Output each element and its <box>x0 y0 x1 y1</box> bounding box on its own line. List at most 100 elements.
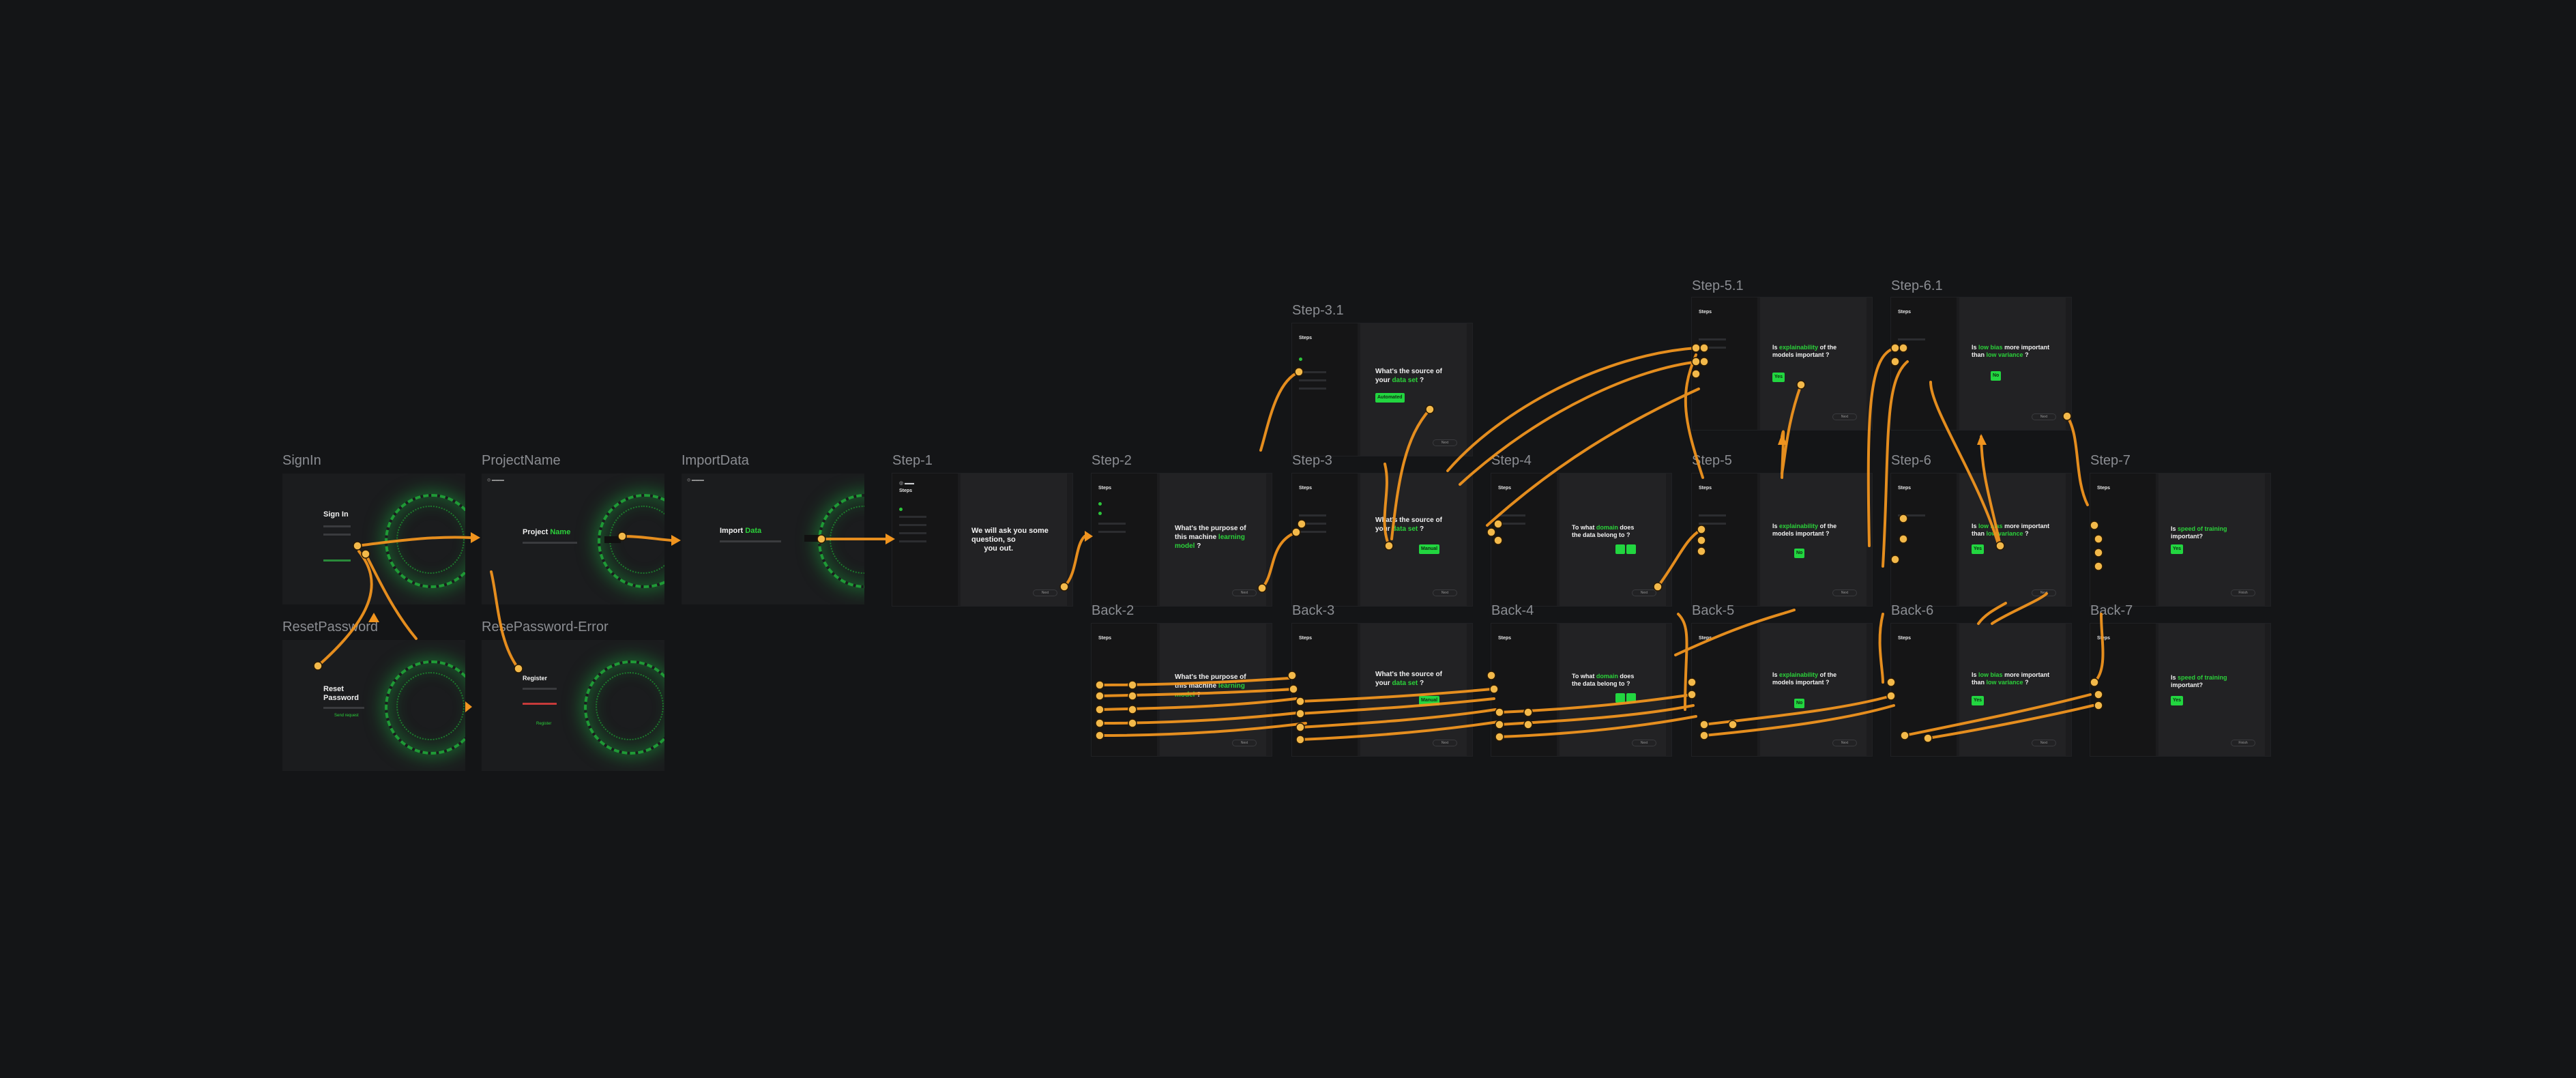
next-button[interactable]: Next <box>1232 589 1257 596</box>
next-button[interactable]: Next <box>1832 589 1857 596</box>
finish-button[interactable]: Finish <box>2231 589 2255 596</box>
next-button[interactable]: Next <box>1433 589 1457 596</box>
steps-sidebar: Steps <box>1891 624 1957 756</box>
domain-option-button[interactable] <box>1615 693 1625 703</box>
step-item[interactable] <box>1898 514 1925 516</box>
step-item[interactable] <box>899 516 926 518</box>
step-item[interactable] <box>1299 514 1326 516</box>
manual-button[interactable]: Manual <box>1419 696 1440 705</box>
step-item[interactable] <box>1699 338 1726 340</box>
steps-sidebar: Steps <box>1092 474 1157 606</box>
step-item[interactable] <box>1098 531 1126 533</box>
frame-importdata[interactable]: ◎ ▬▬▬ Import Data <box>682 474 864 604</box>
next-button[interactable]: Next <box>1832 740 1857 746</box>
frame-label-step61: Step-6.1 <box>1891 278 1943 293</box>
step-item[interactable] <box>1498 514 1525 516</box>
data-path-field[interactable] <box>720 540 781 542</box>
field[interactable] <box>523 688 557 690</box>
yes-button[interactable]: Yes <box>1972 696 1985 705</box>
step-item[interactable] <box>1299 379 1326 381</box>
step-item[interactable] <box>1299 523 1326 525</box>
next-button[interactable]: Next <box>1433 740 1457 746</box>
wire-arrowhead <box>671 535 681 546</box>
register-button[interactable]: Register <box>536 722 552 726</box>
error-field[interactable] <box>523 703 557 705</box>
frame-signin[interactable]: Sign In <box>282 474 465 604</box>
step-item[interactable] <box>899 540 926 542</box>
finish-button[interactable]: Finish <box>2231 740 2255 746</box>
no-button[interactable]: No <box>1794 549 1805 558</box>
domain-option-button[interactable] <box>1626 544 1636 554</box>
next-button[interactable]: Next <box>2032 413 2056 420</box>
next-button[interactable]: Next <box>1632 589 1656 596</box>
steps-header: Steps <box>899 489 913 493</box>
signin-button[interactable] <box>323 559 351 562</box>
next-button[interactable]: Next <box>1033 589 1057 596</box>
yes-button[interactable]: Yes <box>1972 544 1985 554</box>
step-item[interactable] <box>1299 388 1326 390</box>
steps-sidebar: Steps <box>1292 323 1358 456</box>
step-item[interactable] <box>1098 523 1126 525</box>
app-logo: ◎ ▬▬ <box>899 481 915 486</box>
step-item[interactable] <box>1699 347 1726 349</box>
step-item[interactable] <box>1699 514 1726 516</box>
next-button[interactable]: Next <box>2032 589 2056 596</box>
no-button[interactable]: No <box>1794 699 1805 708</box>
next-button[interactable]: Next <box>2032 740 2056 746</box>
frame-resetpassword-error[interactable]: Register Register <box>482 640 664 771</box>
yes-button[interactable]: Yes <box>1772 373 1785 382</box>
step-item[interactable] <box>1299 531 1326 533</box>
yes-button[interactable]: Yes <box>2171 696 2184 705</box>
frame-label-back3: Back-3 <box>1292 603 1335 618</box>
step-item[interactable] <box>1898 338 1925 340</box>
no-button[interactable]: No <box>1991 371 2002 381</box>
frame-projectname[interactable]: ◎ ▬▬▬ Project Name <box>482 474 664 604</box>
frame-label-step2: Step-2 <box>1092 453 1132 468</box>
next-button[interactable]: Next <box>1832 413 1857 420</box>
email-field[interactable] <box>323 525 351 527</box>
next-button[interactable]: Next <box>1232 740 1257 746</box>
domain-option-button[interactable] <box>1615 544 1625 554</box>
password-field[interactable] <box>323 534 351 536</box>
yes-button[interactable]: Yes <box>2171 544 2184 554</box>
step-item[interactable] <box>899 524 926 526</box>
step-item[interactable] <box>1299 371 1326 373</box>
domain-option-button[interactable] <box>1626 693 1636 703</box>
frame-label-step3: Step-3 <box>1292 453 1332 468</box>
email-field[interactable] <box>323 707 364 709</box>
step-item[interactable] <box>1699 523 1726 525</box>
upload-button[interactable] <box>804 535 821 542</box>
next-button[interactable]: Next <box>1433 439 1457 446</box>
step-item[interactable] <box>899 532 926 534</box>
frame-label-step31: Step-3.1 <box>1292 303 1344 318</box>
next-arrow-button[interactable] <box>604 536 621 543</box>
frame-label-step1: Step-1 <box>892 453 933 468</box>
manual-button[interactable]: Manual <box>1419 544 1440 554</box>
automated-button[interactable]: Automated <box>1375 393 1405 403</box>
project-name-field[interactable] <box>523 542 577 544</box>
step-item[interactable] <box>1498 523 1525 525</box>
next-button[interactable]: Next <box>1632 740 1656 746</box>
steps-sidebar: Steps <box>2090 474 2156 606</box>
send-request-button[interactable]: Send request <box>334 714 359 718</box>
